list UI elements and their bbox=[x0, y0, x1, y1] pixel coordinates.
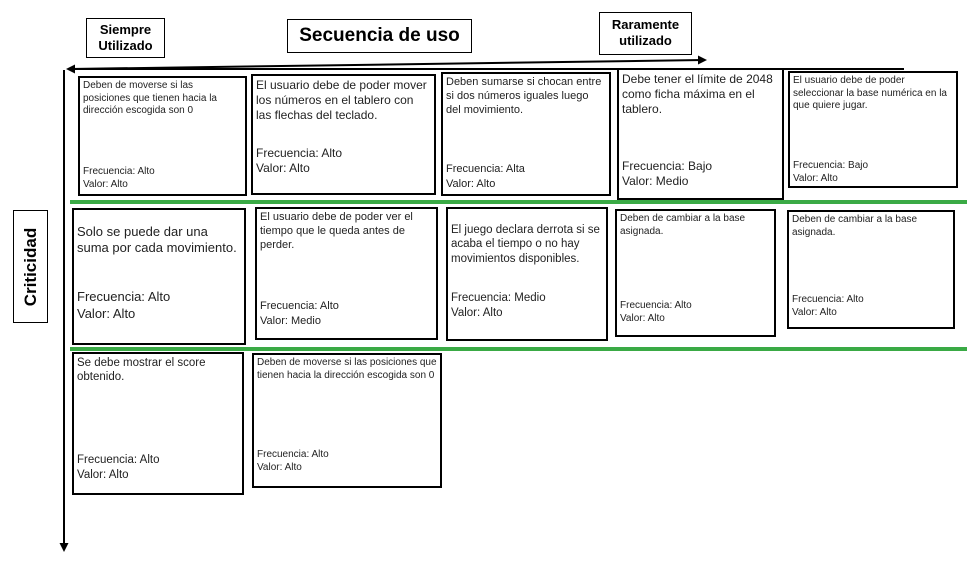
card-value: Valor: Medio bbox=[622, 174, 689, 189]
card-frequency: Frecuencia: Medio bbox=[451, 292, 546, 305]
card-description: Deben de cambiar a la base asignada. bbox=[620, 213, 746, 237]
card-description: El usuario debe de poder mover los númer… bbox=[256, 78, 427, 122]
card-description: Se debe mostrar el score obtenido. bbox=[77, 357, 206, 384]
card-value: Valor: Medio bbox=[260, 314, 321, 327]
card-description: El usuario debe de poder ver el tiempo q… bbox=[260, 211, 413, 251]
card-description: Deben de moverse si las posiciones que t… bbox=[83, 80, 217, 116]
requirement-card: El usuario debe de poder mover los númer… bbox=[251, 74, 436, 195]
header-siempre-utilizado: Siempre Utilizado bbox=[86, 18, 165, 58]
axis-arrow-left bbox=[66, 64, 75, 74]
card-frequency: Frecuencia: Alto bbox=[792, 294, 864, 305]
requirement-card: Deben de cambiar a la base asignada. Fre… bbox=[615, 209, 776, 337]
card-value: Valor: Alto bbox=[257, 462, 302, 473]
card-frequency: Frecuencia: Alto bbox=[256, 145, 343, 160]
header-secuencia-de-uso: Secuencia de uso bbox=[287, 19, 472, 53]
card-description: Solo se puede dar una suma por cada movi… bbox=[77, 224, 237, 256]
card-value: Valor: Alto bbox=[451, 307, 503, 320]
card-value: Valor: Alto bbox=[792, 307, 837, 318]
card-value: Valor: Alto bbox=[77, 469, 129, 482]
axis-arrow-right bbox=[698, 55, 707, 65]
card-frequency: Frecuencia: Alto bbox=[260, 300, 339, 313]
card-value: Valor: Alto bbox=[793, 173, 838, 184]
card-frequency: Frecuencia: Alto bbox=[620, 300, 692, 311]
requirement-card: Deben de cambiar a la base asignada. Fre… bbox=[787, 210, 955, 329]
card-value: Valor: Alto bbox=[620, 313, 665, 324]
card-frequency: Frecuencia: Bajo bbox=[793, 160, 869, 171]
header-raramente-utilizado: Raramente utilizado bbox=[599, 12, 692, 55]
card-value: Valor: Alto bbox=[83, 179, 128, 190]
requirement-card: Deben sumarse si chocan entre si dos núm… bbox=[441, 72, 611, 196]
card-description: Deben de cambiar a la base asignada. bbox=[792, 214, 918, 238]
requirement-card: Debe tener el límite de 2048 como ficha … bbox=[617, 68, 784, 200]
axis-arrow-down bbox=[59, 543, 69, 552]
card-value: Valor: Alto bbox=[77, 306, 136, 322]
card-frequency: Frecuencia: Alto bbox=[83, 166, 155, 177]
requirement-card: Deben de moverse si las posiciones que t… bbox=[252, 353, 442, 488]
card-frequency: Frecuencia: Alta bbox=[446, 163, 525, 176]
card-description: Deben de moverse si las posiciones que t… bbox=[257, 357, 437, 381]
card-description: Debe tener el límite de 2048 como ficha … bbox=[622, 72, 773, 116]
requirement-card: El juego declara derrota si se acaba el … bbox=[446, 207, 608, 341]
card-description: Deben sumarse si chocan entre si dos núm… bbox=[446, 76, 602, 116]
header-criticidad: Criticidad bbox=[13, 210, 48, 323]
card-frequency: Frecuencia: Alto bbox=[257, 449, 329, 460]
requirement-card: Solo se puede dar una suma por cada movi… bbox=[72, 208, 246, 345]
horizontal-axis-line bbox=[69, 59, 704, 70]
requirement-card: Deben de moverse si las posiciones que t… bbox=[78, 76, 247, 196]
requirement-card: El usuario debe de poder ver el tiempo q… bbox=[255, 207, 438, 340]
card-description: El juego declara derrota si se acaba el … bbox=[451, 224, 600, 265]
card-value: Valor: Alto bbox=[446, 177, 496, 190]
card-description: El usuario debe de poder seleccionar la … bbox=[793, 75, 947, 111]
requirement-card: Se debe mostrar el score obtenido. Frecu… bbox=[72, 352, 244, 495]
requirement-card: El usuario debe de poder seleccionar la … bbox=[788, 71, 958, 188]
card-frequency: Frecuencia: Alto bbox=[77, 289, 171, 305]
card-frequency: Frecuencia: Bajo bbox=[622, 158, 713, 173]
card-frequency: Frecuencia: Alto bbox=[77, 454, 160, 467]
card-value: Valor: Alto bbox=[256, 161, 310, 176]
